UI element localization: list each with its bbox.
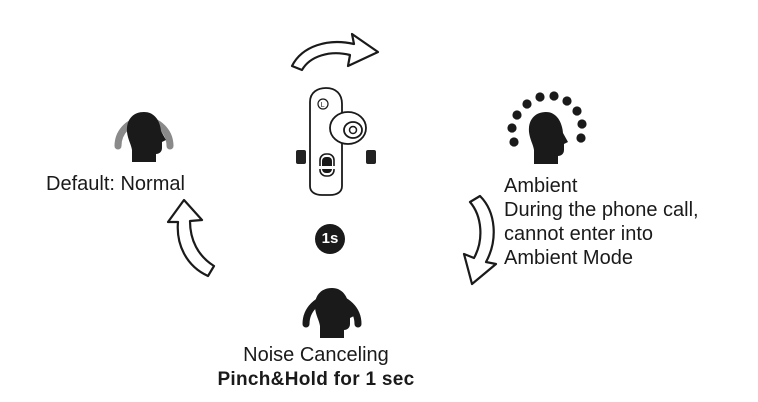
arrow-up-icon [166,198,216,278]
head-ambient-icon [507,91,587,164]
arrow-right-icon [290,32,380,72]
mode-ambient-label: Ambient During the phone call, cannot en… [504,174,699,270]
mode-noise-canceling-label: Noise Canceling [243,344,389,366]
earbud-illustration: L [296,87,376,196]
gesture-instruction: Pinch&Hold for 1 sec [217,369,415,390]
mode-default-label: Default: Normal [46,173,185,195]
svg-text:L: L [321,102,325,109]
head-normal-icon [114,112,174,162]
arrow-down-icon [462,194,498,286]
duration-badge: 1s [315,224,345,254]
ambient-note-line-2: cannot enter into [504,223,653,245]
ambient-note-line-1: During the phone call, [504,199,699,221]
head-noise-canceling-icon [302,288,362,338]
ambient-title: Ambient [504,175,578,197]
ambient-note-line-3: Ambient Mode [504,247,633,269]
